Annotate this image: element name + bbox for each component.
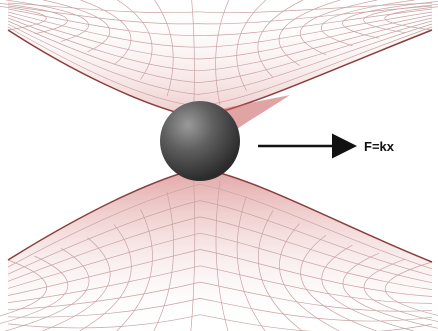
grid-line [363, 258, 438, 322]
grid-line [342, 252, 438, 329]
grid-line [7, 216, 433, 284]
grid-line [7, 14, 433, 60]
grid-line [7, 2, 433, 14]
grid-line [7, 281, 433, 312]
grid-line [7, 8, 433, 36]
grid-line [7, 11, 433, 48]
grid-line [236, 0, 267, 91]
grid-line [321, 244, 414, 331]
grid-line [363, 4, 438, 34]
grid-line [7, 314, 433, 331]
grid-line [117, 0, 153, 80]
grid-line [299, 0, 378, 56]
grid-line [7, 232, 433, 290]
grid-line [0, 6, 47, 31]
grid-line [7, 17, 433, 72]
force-label: F=kx [364, 139, 395, 154]
grid-line [153, 191, 174, 331]
grid-line [0, 259, 48, 317]
grid-line [80, 0, 132, 65]
grid-line [7, 265, 433, 304]
grid-line [342, 1, 438, 39]
grid-line [116, 209, 153, 331]
grid-line [7, 200, 433, 277]
grid-line [154, 0, 174, 97]
grid-line [42, 237, 111, 331]
grid-line [236, 196, 266, 331]
grid-line [278, 0, 341, 66]
upper-potential-surface [0, 0, 438, 119]
grid-line [0, 255, 68, 324]
grid-line [0, 3, 68, 35]
grid-line [384, 261, 438, 316]
grid-line [7, 20, 433, 83]
lower-potential-surface [0, 167, 438, 331]
grid-line [7, 183, 433, 270]
grid-line [6, 0, 89, 42]
grid-line [257, 0, 304, 78]
grid-line [43, 0, 110, 53]
grid-line [79, 224, 132, 331]
grid-line [7, 5, 433, 25]
grid-line [191, 0, 195, 115]
grid-line [7, 249, 433, 297]
grid-line [215, 0, 230, 106]
grid-line [384, 6, 438, 31]
grid-line [321, 0, 415, 46]
grid-line [257, 210, 303, 331]
grid-line [7, 298, 433, 322]
grid-line [300, 234, 377, 331]
grid-line [5, 247, 90, 331]
ball [160, 101, 240, 181]
grid-line [7, 23, 433, 95]
grid-line [190, 172, 196, 331]
grid-line [215, 180, 229, 331]
grid-line [279, 223, 340, 331]
